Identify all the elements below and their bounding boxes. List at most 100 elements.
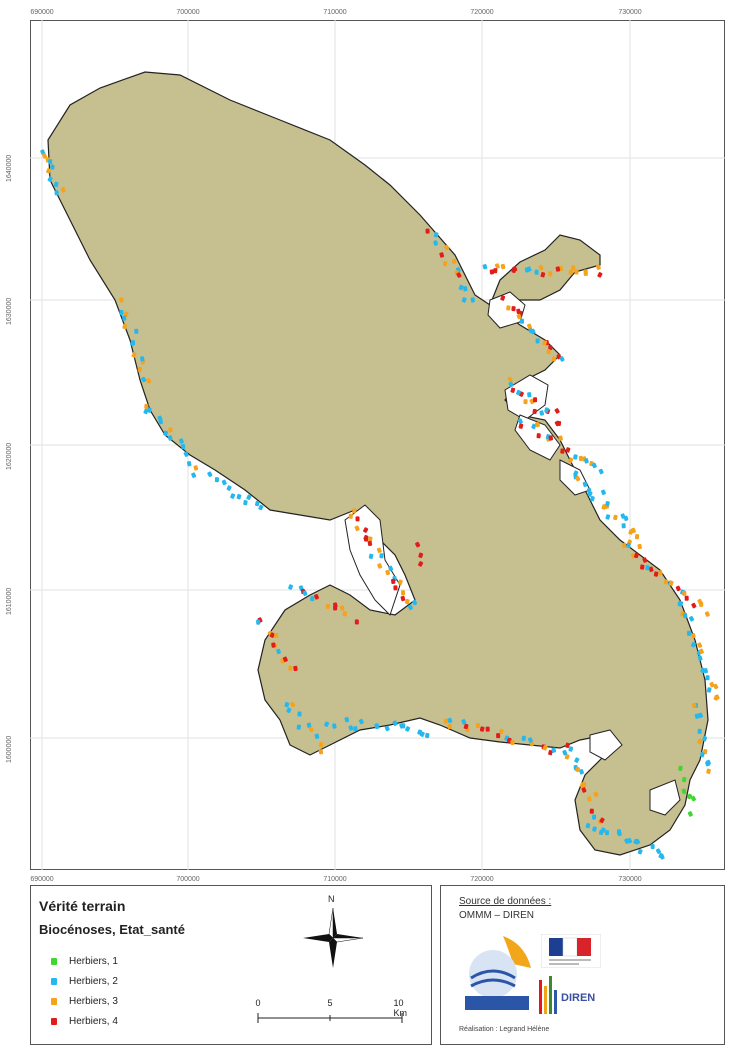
- herbiers-point: [167, 435, 173, 441]
- herbiers-point: [565, 447, 571, 453]
- herbiers-point: [535, 338, 540, 344]
- herbiers-point: [424, 732, 430, 739]
- herbiers-point: [137, 366, 143, 373]
- herbiers-point: [500, 295, 506, 301]
- herbiers-point: [575, 475, 581, 482]
- swatch-orange: [51, 998, 57, 1005]
- herbiers-point: [653, 571, 659, 577]
- herbiers-point: [698, 712, 704, 719]
- herbiers-point: [207, 471, 213, 478]
- herbiers-point: [404, 598, 410, 605]
- map-canvas: [30, 20, 725, 870]
- herbiers-point: [548, 749, 553, 756]
- herbiers-point: [578, 455, 584, 462]
- herbiers-point: [562, 749, 568, 756]
- herbiers-point: [551, 747, 557, 753]
- herbiers-point: [393, 585, 398, 591]
- herbiers-point: [714, 694, 720, 700]
- herbiers-point: [598, 829, 604, 836]
- herbiers-point: [523, 399, 528, 405]
- herbiers-point: [418, 561, 424, 567]
- herbiers-point: [544, 407, 549, 413]
- grid-y-label: 1640000: [6, 154, 13, 182]
- scale-label-0: 0: [255, 998, 261, 1008]
- herbiers-point: [374, 723, 379, 729]
- herbiers-point: [548, 345, 553, 351]
- herbiers-point: [494, 263, 500, 269]
- herbiers-point: [48, 159, 53, 165]
- herbiers-point: [589, 808, 594, 814]
- herbiers-point: [568, 746, 574, 752]
- herbiers-point: [506, 305, 511, 311]
- source-orgs: OMMM – DIREN: [459, 910, 534, 921]
- herbiers-point: [526, 266, 532, 272]
- herbiers-point: [534, 269, 539, 275]
- herbiers-point: [482, 264, 488, 270]
- herbiers-point: [517, 418, 523, 424]
- herbiers-point: [147, 407, 152, 413]
- herbiers-point: [143, 408, 149, 415]
- herbiers-point: [681, 788, 687, 795]
- herbiers-point: [297, 711, 302, 717]
- herbiers-point: [433, 232, 439, 238]
- herbiers-point: [418, 552, 424, 559]
- herbiers-point: [46, 168, 52, 174]
- herbiers-point: [579, 782, 585, 788]
- herbiers-point: [144, 403, 149, 409]
- grid-x-label-top: 700000: [176, 9, 200, 16]
- herbiers-point: [573, 454, 578, 460]
- herbiers-point: [412, 599, 418, 606]
- legend-item-herbiers-4: Herbiers, 4: [51, 1016, 118, 1027]
- herbiers-point: [699, 601, 704, 607]
- legend-item-label: Herbiers, 1: [69, 956, 118, 967]
- herbiers-point: [475, 722, 480, 728]
- herbiers-point: [704, 611, 710, 617]
- herbiers-point: [407, 604, 413, 611]
- herbiers-point: [246, 494, 252, 501]
- scale-bar: [257, 1013, 403, 1023]
- herbiers-point: [363, 527, 369, 533]
- herbiers-point: [568, 269, 573, 275]
- herbiers-point: [284, 701, 290, 708]
- herbiers-point: [447, 717, 453, 724]
- herbiers-point: [694, 713, 700, 719]
- grid-x-label-top: 730000: [618, 9, 642, 16]
- herbiers-point: [258, 504, 264, 511]
- herbiers-point: [592, 826, 597, 832]
- grid-y-label: 1630000: [6, 297, 13, 325]
- herbiers-point: [521, 735, 527, 741]
- herbiers-point: [288, 584, 294, 590]
- herbiers-point: [186, 461, 192, 467]
- herbiers-point: [290, 701, 296, 708]
- herbiers-point: [585, 822, 591, 829]
- herbiers-point: [691, 702, 697, 709]
- herbiers-point: [600, 489, 606, 496]
- herbiers-point: [512, 266, 518, 272]
- herbiers-point: [254, 500, 260, 507]
- herbiers-point: [605, 501, 610, 507]
- herbiers-point: [583, 269, 588, 275]
- herbiers-point: [590, 496, 595, 502]
- herbiers-point: [510, 387, 516, 393]
- herbiers-point: [675, 585, 681, 592]
- herbiers-point: [532, 408, 537, 415]
- herbiers-point: [698, 648, 704, 655]
- herbiers-point: [461, 297, 467, 303]
- herbiers-point: [637, 848, 643, 855]
- herbiers-point: [274, 632, 279, 639]
- herbiers-point: [613, 514, 618, 521]
- herbiers-point: [581, 787, 587, 793]
- herbiers-point: [354, 525, 360, 532]
- herbiers-point: [705, 759, 711, 766]
- herbiers-point: [400, 590, 406, 596]
- herbiers-point: [60, 187, 66, 193]
- herbiers-point: [526, 323, 532, 330]
- herbiers-point: [325, 603, 331, 610]
- herbiers-point: [314, 594, 320, 600]
- herbiers-point: [551, 356, 557, 362]
- herbiers-point: [531, 423, 537, 430]
- herbiers-point: [358, 718, 364, 725]
- herbiers-point: [296, 724, 302, 730]
- legend-item-herbiers-2: Herbiers, 2: [51, 976, 118, 987]
- herbiers-point: [496, 733, 501, 739]
